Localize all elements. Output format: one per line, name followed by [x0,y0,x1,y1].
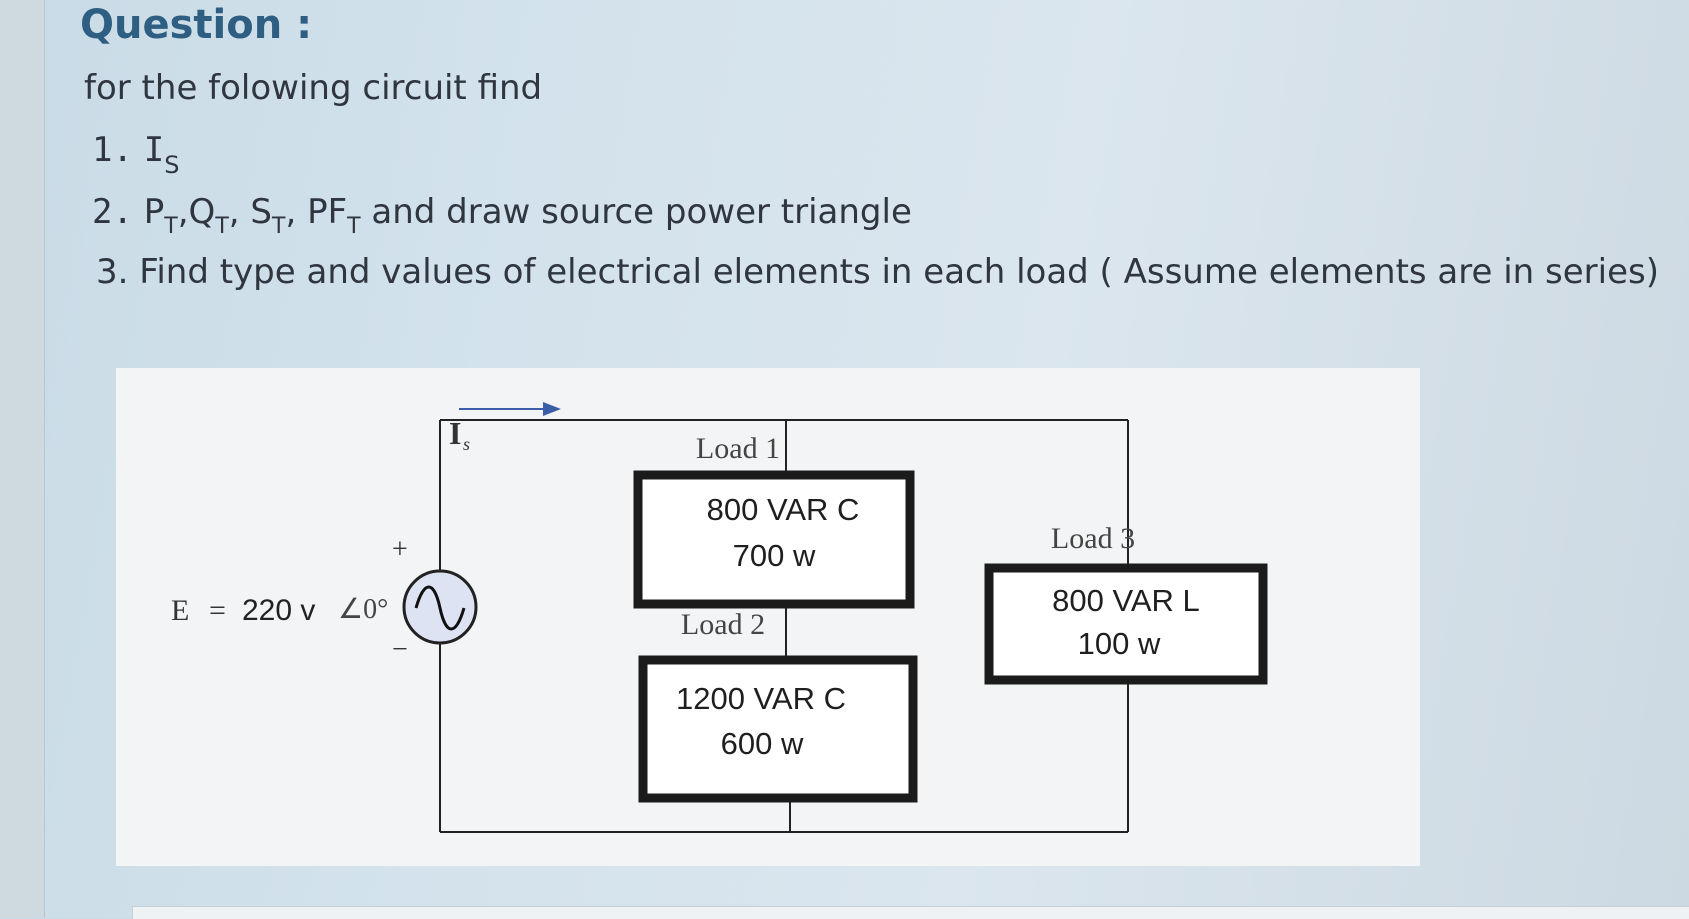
source-equals: = [209,594,226,627]
source-minus: − [392,634,408,665]
current-symbol: I [143,130,165,170]
current-arrow-head [543,402,561,416]
source-symbol: E [171,594,189,627]
circuit-figure: I s + − E = 220 v ∠0° Load 1 800 VAR C 7… [116,368,1420,866]
load2-real: 600 w [721,726,804,761]
load3-reactive: 800 VAR L [1052,583,1200,618]
term-q: Q [188,192,216,232]
next-panel-edge [132,906,1689,919]
term-pf-subscript: T [347,214,361,239]
load1-real: 700 w [733,538,816,573]
source-voltage: 220 v [242,594,315,627]
current-subscript: S [164,151,180,179]
current-label: I [449,415,461,451]
load3-real: 100 w [1078,626,1161,661]
term-p: P [143,192,165,232]
load2-reactive: 1200 VAR C [676,681,846,716]
load3-box [984,563,1268,685]
load2-box [638,655,918,803]
term-q-subscript: T [215,214,229,239]
circuit-wires [439,419,1129,833]
item-number: 2. [92,192,133,232]
term-s: S [250,192,272,232]
source-angle: ∠0° [338,594,388,625]
circuit-diagram: I s + − E = 220 v ∠0° Load 1 800 VAR C 7… [171,402,1268,833]
item-number: 3. [96,252,129,292]
left-margin-strip [0,0,45,918]
item-2-tail: and draw source power triangle [371,192,912,232]
source-plus: + [392,534,408,565]
question-heading: Question : [80,2,313,48]
load1-box [633,470,915,609]
term-s-subscript: T [271,214,286,239]
load1-name: Load 1 [696,432,780,465]
current-subscript: s [463,434,470,454]
item-3-text: Find type and values of electrical eleme… [139,252,1659,292]
load1-reactive: 800 VAR C [707,492,860,527]
load2-name: Load 2 [681,608,765,641]
sine-wave-icon [414,585,466,631]
term-pf: PF [307,192,348,232]
load3-name: Load 3 [1051,522,1135,555]
question-item-2: 2. PT,QT, ST, PFT and draw source power … [92,192,912,239]
item-number: 1. [92,130,133,170]
question-item-3: 3. Find type and values of electrical el… [96,252,1659,292]
question-item-1: 1. IS [92,130,179,179]
term-p-subscript: T [164,214,178,239]
question-intro: for the folowing circuit find [84,68,543,108]
